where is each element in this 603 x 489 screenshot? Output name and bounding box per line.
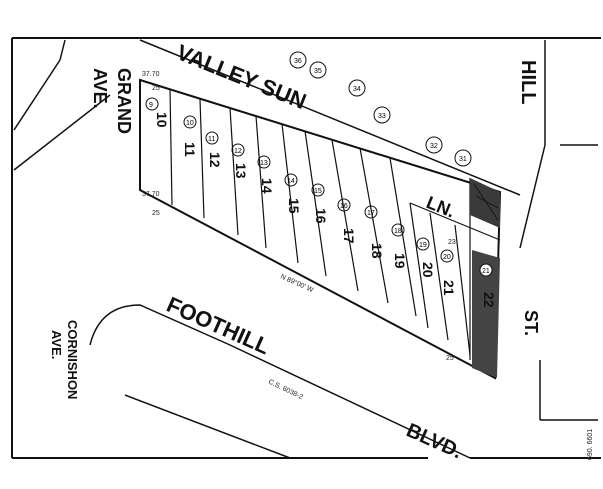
svg-text:18: 18 bbox=[394, 228, 402, 235]
circle-12: 12 bbox=[231, 143, 245, 157]
dim-37-top: 37.70 bbox=[142, 71, 160, 78]
circle-17: 17 bbox=[364, 205, 378, 219]
circle-32: 32 bbox=[425, 136, 443, 154]
lot-17: 17 bbox=[341, 228, 357, 244]
circle-16: 16 bbox=[337, 198, 351, 212]
hatch bbox=[473, 183, 499, 221]
circle-31: 31 bbox=[454, 149, 472, 167]
st-label: ST. bbox=[521, 310, 541, 336]
circle-9: 9 bbox=[145, 97, 159, 111]
svg-text:11: 11 bbox=[208, 136, 215, 143]
lot-circles: 9 10 11 12 13 14 15 16 17 18 19 20 21 bbox=[145, 97, 493, 277]
circle-33: 33 bbox=[373, 106, 391, 124]
lot-10: 10 bbox=[154, 112, 170, 128]
svg-text:9: 9 bbox=[149, 102, 153, 109]
lot-numbers: 10 11 12 13 14 15 16 17 18 19 20 21 22 bbox=[154, 112, 497, 308]
svg-text:34: 34 bbox=[353, 86, 361, 93]
grand-label: GRAND bbox=[114, 68, 134, 134]
lot-14: 14 bbox=[259, 178, 275, 194]
grand-ave-label: AVE. bbox=[90, 68, 110, 109]
svg-text:20: 20 bbox=[443, 254, 451, 261]
dimension-labels: 25 25 37.70 37.70 25 23 N 89°00' W C.S. … bbox=[142, 71, 594, 460]
dim-25-right: 25 bbox=[446, 355, 454, 362]
svg-text:35: 35 bbox=[314, 68, 322, 75]
dim-37-bottom: 37.70 bbox=[142, 191, 160, 198]
svg-text:17: 17 bbox=[367, 210, 375, 217]
lot-18: 18 bbox=[369, 243, 385, 259]
lot-lines bbox=[169, 88, 501, 360]
lot-20: 20 bbox=[420, 262, 436, 278]
dim-25-bottom: 25 bbox=[152, 210, 160, 217]
shaded-parcels bbox=[470, 178, 500, 378]
svg-text:15: 15 bbox=[314, 188, 322, 195]
svg-text:36: 36 bbox=[294, 58, 302, 65]
lot-15: 15 bbox=[286, 198, 302, 214]
dim-23-right: 23 bbox=[448, 239, 456, 246]
svg-text:31: 31 bbox=[459, 156, 467, 163]
hill-label: HILL bbox=[517, 60, 539, 104]
circle-36: 36 bbox=[289, 51, 307, 69]
dim-25-top: 25 bbox=[152, 85, 160, 92]
circle-35: 35 bbox=[309, 61, 327, 79]
lot-19: 19 bbox=[392, 253, 408, 269]
cornishon-label: CORNISHON bbox=[65, 320, 80, 399]
circle-11: 11 bbox=[205, 131, 219, 145]
circle-19: 19 bbox=[416, 237, 430, 251]
bearing-label: N 89°00' W bbox=[279, 273, 315, 295]
svg-text:16: 16 bbox=[340, 203, 348, 210]
blvd-label: BLVD. bbox=[403, 419, 465, 463]
svg-text:13: 13 bbox=[260, 160, 268, 167]
ln-label: LN. bbox=[424, 192, 458, 221]
svg-text:12: 12 bbox=[234, 148, 242, 155]
svg-text:21: 21 bbox=[482, 268, 490, 275]
lot-11: 11 bbox=[182, 142, 198, 157]
circle-15: 15 bbox=[311, 183, 325, 197]
foothill-label: FOOTHILL bbox=[163, 292, 274, 360]
cornishon-ave-label: AVE. bbox=[49, 330, 64, 359]
circle-34: 34 bbox=[348, 79, 366, 97]
street-labels: VALLEY SUN LN. FOOTHILL BLVD. GRAND AVE.… bbox=[49, 39, 541, 463]
valley-sun-label: VALLEY SUN bbox=[173, 39, 310, 114]
map-frame bbox=[11, 37, 601, 459]
street-lines bbox=[13, 39, 598, 459]
lot-12: 12 bbox=[207, 152, 223, 168]
svg-text:32: 32 bbox=[430, 143, 438, 150]
circle-10: 10 bbox=[183, 115, 197, 129]
block-outline bbox=[139, 78, 502, 380]
circle-13: 13 bbox=[257, 155, 271, 169]
circle-21: 21 bbox=[479, 263, 493, 277]
road-circles: 36 35 34 33 32 31 bbox=[289, 51, 472, 167]
lot-13: 13 bbox=[233, 163, 249, 179]
cs-label: C.S. 6038-2 bbox=[267, 379, 304, 402]
lot-22: 22 bbox=[481, 292, 497, 308]
svg-text:10: 10 bbox=[186, 120, 194, 127]
circle-14: 14 bbox=[284, 173, 298, 187]
circle-20: 20 bbox=[440, 249, 454, 263]
svg-text:19: 19 bbox=[419, 242, 427, 249]
lot-16: 16 bbox=[313, 208, 329, 224]
side-ref-label: 690. 6601 bbox=[587, 429, 594, 460]
svg-text:14: 14 bbox=[287, 178, 295, 185]
svg-text:33: 33 bbox=[378, 113, 386, 120]
circle-18: 18 bbox=[391, 223, 405, 237]
lot-21: 21 bbox=[441, 280, 457, 296]
